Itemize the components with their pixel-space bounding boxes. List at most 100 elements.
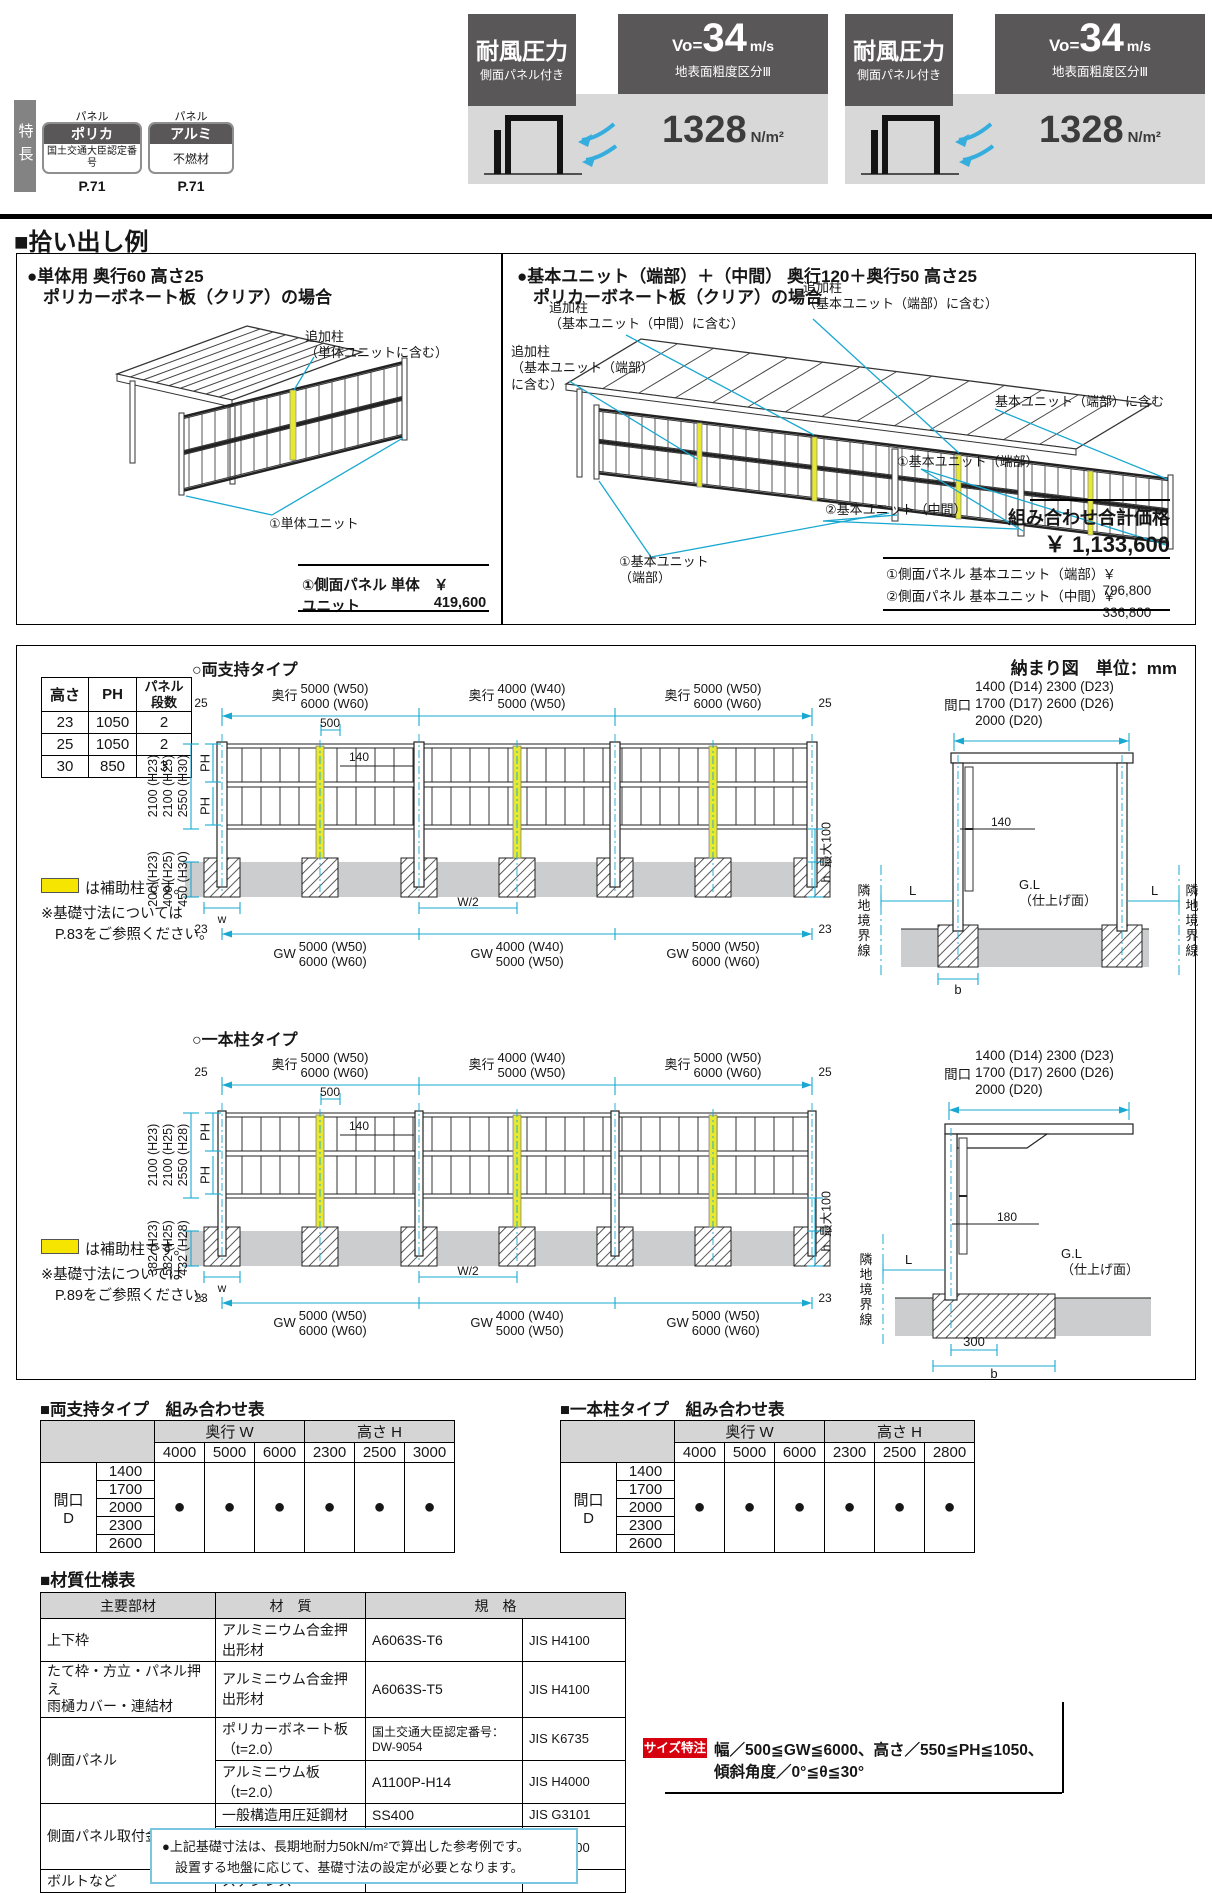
price-rule [298,564,489,566]
price-item-row: ①側面パネル 基本ユニット（端部） ￥ 796,800 [886,563,1168,598]
wind-title: 耐風圧力 [853,38,945,64]
price-rule [883,557,1170,559]
h-label: h [819,1244,834,1252]
h-label: h [819,875,834,883]
vo-value: 34 [1079,16,1124,60]
feature-card-alumi: アルミ 不燃材 [148,122,234,174]
pickup-right-diagram [564,318,1174,558]
pressure-unit: N/m² [750,129,784,146]
gl-label: G.L （仕上げ面） [1061,1246,1140,1277]
price-item-label: ①側面パネル 基本ユニット（端部） [886,567,1105,582]
pressure-unit: N/m² [1127,129,1161,146]
footnote-line1: ●上記基礎寸法は、長期地耐力50kN/m²で算出した参考例です。 [162,1839,530,1854]
price-item-row: ②側面パネル 基本ユニット（中間） ￥ 336,800 [886,585,1168,620]
callout-included-end: 基本ユニット（端部）に含む [995,394,1165,409]
pickup-box: ●単体用 奥行60 高さ25 ポリカーボネート板（クリア）の場合 [16,253,1196,625]
height-stack: 2100 (H23) 2100 (H25) 2550 (H28) [145,1123,190,1187]
vo-unit: m/s [1126,38,1151,54]
feature-card-polyca: ポリカ 国土交通大臣認定番号 DW-9054 [42,122,142,174]
dim-500: 500 [319,1085,341,1099]
foundation-stack: 382 (H23) 582 (H25) 432 (H28) [145,1220,190,1276]
panel-label: パネル [75,111,109,123]
card-page-ref: P.71 [177,178,205,194]
pressure-value-row: 1328 N/m² [995,109,1205,152]
gl-label: G.L （仕上げ面） [1019,877,1098,908]
vo-prefix: Vo= [671,36,703,55]
wind-title-box: 耐風圧力 側面パネル付き [845,14,953,106]
dim-140: 140 [349,1119,370,1133]
bottom-rule [665,1792,1062,1794]
card-title: ポリカ [44,124,140,144]
callout-add-post-end: 追加柱 （基本ユニット（端部）に含む） [803,280,999,312]
vo-unit: m/s [749,38,774,54]
callout-basic-mid: ②基本ユニット（中間） [825,502,967,517]
section-divider-bar [0,214,1212,219]
legend1-label: は補助柱です。 [85,880,189,897]
group-header: 高さ H [304,1420,455,1443]
max100-label: 最大100 [819,822,834,868]
combo-right-title: ■一本柱タイプ 組み合わせ表 [560,1401,785,1419]
L-label: L [905,1252,913,1267]
type2-label: ○一本柱タイプ [192,1032,298,1049]
size-custom-line1: 幅／500≦GW≦6000、高さ／550≦PH≦1050、 [714,1742,1044,1759]
ph-label: PH [197,1165,213,1185]
section-drawing-2: 間口 1400 (D14) 2300 (D23) 1700 (D17) 2600… [839,1048,1199,1381]
boundary-label: 隣地境界線 [1183,883,1199,959]
pickup-left-title1: ●単体用 奥行60 高さ25 [27,267,204,286]
price-item-value: ￥ 796,800 [1102,567,1152,598]
pickup-left-panel: ●単体用 奥行60 高さ25 ポリカーボネート板（クリア）の場合 [17,254,501,624]
legend1-note1: ※基礎寸法については [41,906,183,922]
col-header: 規 格 [365,1592,626,1619]
wind-block-2: 耐風圧力 側面パネル付き Vo= 34 m/s 地表面粗度区分Ⅲ 1328 N/… [845,14,1205,184]
row-group-label: 間口 D [40,1462,97,1553]
row-group-label: 間口 D [560,1462,617,1553]
boundary-label: 隣地境界線 [857,1252,873,1328]
total-price-value: ￥ 1,133,600 [1044,532,1170,557]
wind-panel-bg [468,94,828,184]
dim-w: w [217,1281,227,1295]
col-header: 高さ [41,677,89,712]
vo-prefix: Vo= [1048,36,1080,55]
dim-23: 23 [818,1291,832,1305]
card-line1: 不燃材 [172,152,209,166]
card-line1: 国土交通大臣認定番号 [47,146,137,169]
type1-label: ○両支持タイプ [192,662,298,679]
callout-add-post: 追加柱 （単体ユニットに含む） [305,329,449,361]
footnote-line2: 設置する地盤に応じて、基礎寸法の設定が必要となります。 [162,1860,524,1876]
dim-w: w [217,912,227,926]
wind-subtitle: 側面パネル付き [479,68,564,82]
card-line2: DW-9054 [44,172,140,174]
right-rule [1062,1702,1064,1793]
dim-300: 300 [963,1334,985,1349]
group-header: 奥行 W [154,1420,305,1443]
materials-title: ■材質仕様表 [40,1571,136,1590]
section-svg [880,733,1180,985]
group-header: 高さ H [824,1420,975,1443]
dim-23: 23 [194,922,208,936]
card-title: アルミ [150,124,232,144]
section-svg [882,1102,1151,1372]
legend2-note2: P.89をご参照ください。 [55,1288,214,1304]
callout-add-post-end2: 追加柱 （基本ユニット（端部） に含む） [511,344,655,392]
total-price-label: 組み合わせ合計価格 [1008,508,1170,528]
panel-label: パネル [174,111,208,123]
pickup-left-diagram [114,325,408,516]
pressure-value-row: 1328 N/m² [618,109,828,152]
col-header: パネル 段数 [136,677,192,712]
corner-cell [40,1420,155,1463]
callout-basic-end-bottom: ①基本ユニット （端部） [619,554,709,586]
L-label: L [909,883,917,898]
dim-140: 140 [991,815,1012,829]
elevation-svg [183,1077,831,1309]
